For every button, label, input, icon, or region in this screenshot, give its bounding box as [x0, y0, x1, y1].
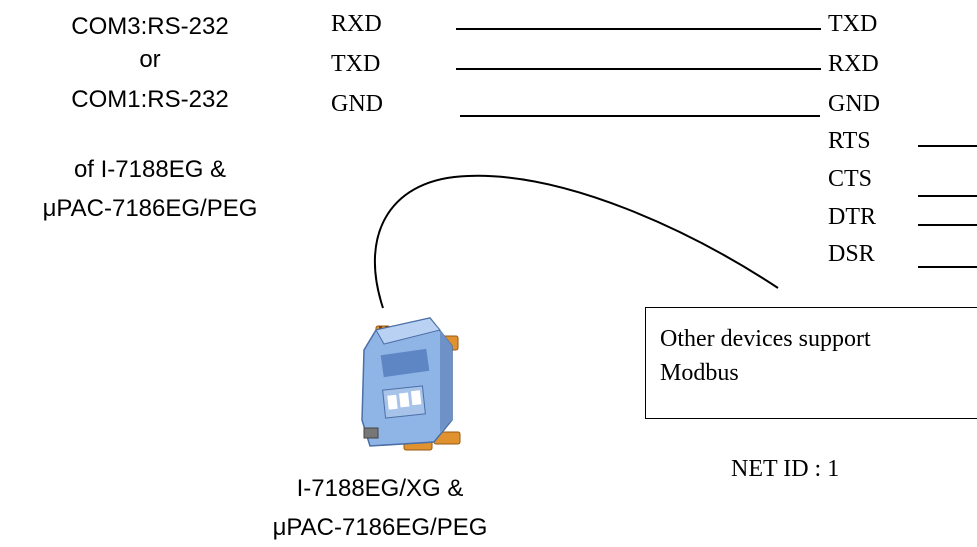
modbus-device-box: Other devices support Modbus: [645, 307, 977, 419]
left-pin-gnd: GND: [331, 91, 383, 117]
port-label-com1: COM1:RS-232: [71, 86, 229, 113]
wire-gnd-gnd: [460, 115, 820, 117]
dsr-stub: [918, 266, 977, 268]
modbus-device-line1: Other devices support: [660, 326, 871, 352]
right-pin-rxd: RXD: [828, 51, 879, 77]
device-caption-line2: μPAC-7186EG/PEG: [272, 514, 488, 541]
dtr-stub: [918, 224, 977, 226]
serial-cable: [373, 174, 779, 309]
right-pin-dsr: DSR: [828, 241, 875, 267]
right-pin-cts: CTS: [828, 166, 873, 192]
left-pin-txd: TXD: [331, 51, 381, 77]
port-label-com3: COM3:RS-232: [71, 13, 229, 40]
wire-txd-rxd: [456, 68, 821, 70]
right-pin-rts: RTS: [828, 128, 871, 154]
rts-stub: [918, 145, 977, 147]
device-caption-line1: I-7188EG/XG &: [296, 475, 464, 502]
controller-device-icon: [361, 317, 461, 451]
modbus-device-text: Other devices support Modbus: [660, 322, 871, 390]
wire-rxd-txd: [456, 28, 821, 30]
modbus-device-line2: Modbus: [660, 360, 739, 386]
port-label-upac: μPAC-7186EG/PEG: [42, 195, 258, 222]
cts-stub: [918, 195, 977, 197]
right-pin-txd: TXD: [828, 11, 878, 37]
port-label-or: or: [139, 46, 161, 73]
port-label-of-device: of I-7188EG &: [73, 156, 227, 183]
left-pin-rxd: RXD: [331, 11, 382, 37]
net-id-label: NET ID : 1: [731, 456, 840, 482]
right-pin-gnd: GND: [828, 91, 880, 117]
right-pin-dtr: DTR: [828, 204, 876, 230]
